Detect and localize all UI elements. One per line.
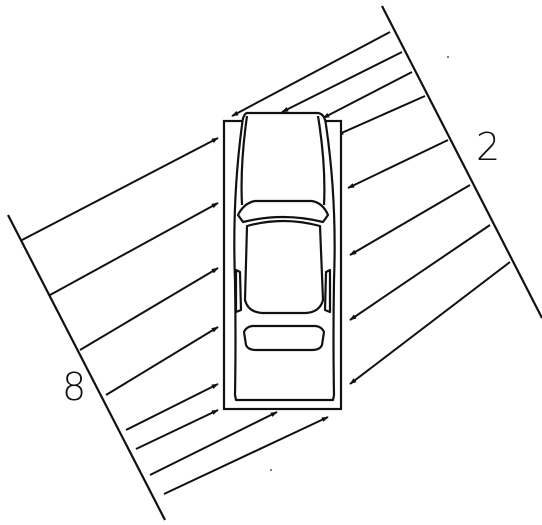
rear-window — [242, 324, 326, 352]
cabin-roof — [243, 219, 325, 315]
right-field-arrow-2 — [281, 51, 403, 113]
right-field-arrow-4 — [336, 95, 426, 136]
hood-line-left — [240, 115, 249, 206]
left-field-arrow-3 — [79, 267, 219, 351]
right-arrow-group — [231, 31, 511, 385]
car-body — [233, 111, 336, 402]
left-side-window — [234, 268, 243, 314]
left-arrow-group — [21, 137, 329, 495]
left-boundary-line — [7, 214, 166, 521]
windshield — [236, 199, 330, 224]
right-field-arrow-1 — [231, 31, 391, 117]
right-field-arrow-8 — [349, 261, 511, 385]
right-field-arrow-7 — [349, 224, 491, 321]
left-field-arrow-4 — [105, 326, 219, 396]
right-field-arrow-3 — [322, 71, 413, 119]
right-field-arrow-6 — [349, 184, 471, 256]
car — [233, 111, 336, 402]
left-field-arrow-8 — [163, 416, 329, 495]
speck — [270, 469, 272, 471]
side-label-2: 2 — [476, 125, 501, 169]
right-field-arrow-5 — [347, 139, 449, 189]
left-field-arrow-7 — [149, 411, 278, 476]
left-field-arrow-1 — [21, 137, 219, 241]
speck — [447, 56, 449, 58]
right-boundary-line — [381, 5, 542, 319]
left-field-arrow-2 — [49, 202, 219, 296]
hood-line-right — [316, 115, 326, 206]
right-side-window — [323, 268, 332, 314]
left-field-arrow-6 — [135, 409, 219, 450]
left-field-arrow-5 — [125, 383, 219, 431]
side-label-8: 8 — [62, 365, 87, 409]
